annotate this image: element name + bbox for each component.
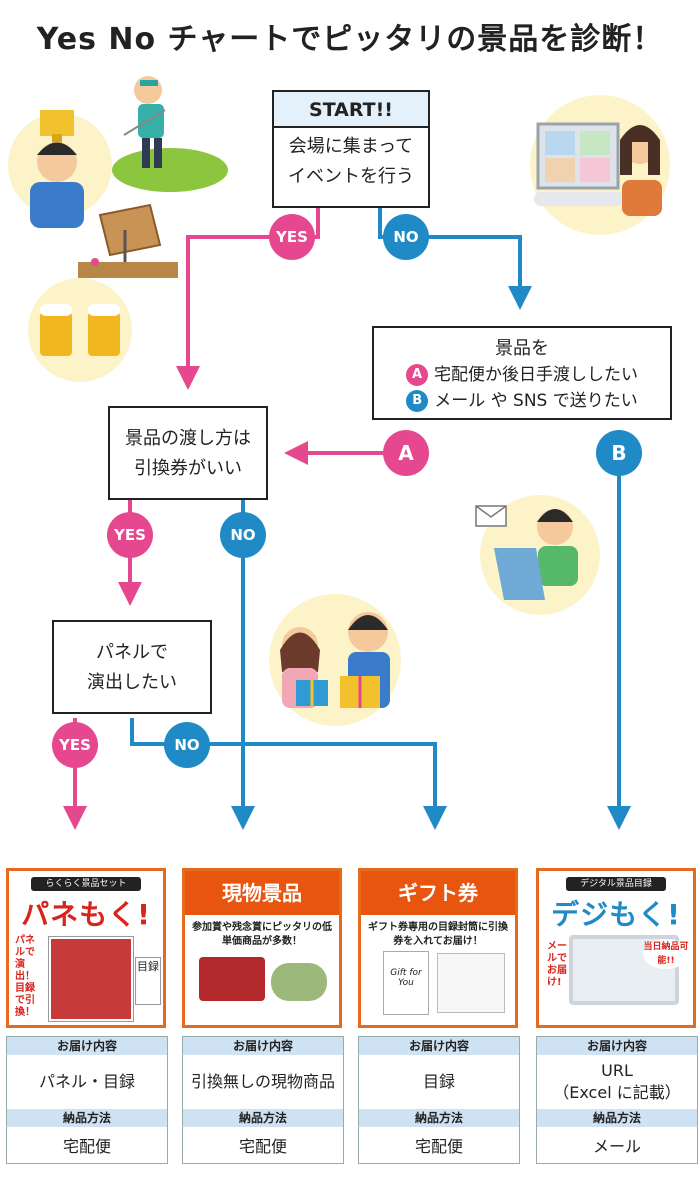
gift-document [437,953,505,1013]
content-value: URL （Excel に記載） [537,1055,697,1109]
content-header: お届け内容 [7,1037,167,1055]
digimoku-side-text: メールでお届け! [547,941,567,988]
content-line: 引換無しの現物商品 [190,1072,335,1091]
arrow-start-yes [176,207,320,390]
info-panemoku: お届け内容 パネル・目録 納品方法 宅配便 [6,1036,168,1164]
start-box: START!! 会場に集まって イベントを行う [272,90,430,208]
page-title: Yes No チャートでピッタリの景品を診断！ [36,22,664,57]
gift-couple-illustration [269,594,401,726]
physical-banner: 現物景品 [185,871,339,915]
content-header: お届け内容 [183,1037,343,1055]
content-value: 引換無しの現物商品 [183,1055,343,1109]
content-header: お届け内容 [537,1037,697,1055]
content-line: （Excel に記載） [553,1083,681,1102]
result-card-digimoku[interactable]: デジタル景品目録 デジもく! メールでお届け! 当日納品可能!! [536,868,696,1028]
panemoku-panel-image [49,937,133,1021]
method-value: 宅配便 [62,1137,111,1156]
option-b-text: メール や SNS で送りたい [434,391,638,411]
panemoku-banner-small: らくらく景品セット [31,877,141,891]
method-header: 納品方法 [359,1109,519,1127]
start-yes-label: YES [269,214,315,260]
panel-question-box: パネルで 演出したい [52,620,212,714]
result-card-panemoku[interactable]: らくらく景品セット パネもく! パネルで演出！目録で引換！ 目録 [6,868,166,1028]
gift-subtitle: ギフト券専用の目録封筒に引換券を入れてお届け！ [368,922,508,947]
prize-option-a: A 宅配便か後日手渡ししたい [374,362,670,388]
result-card-physical[interactable]: 現物景品 参加賞や残念賞にピッタリの低単価商品が多数！ [182,868,342,1028]
panemoku-side-text: パネルで演出！目録で引換！ [15,935,35,1018]
coupon-no-label: NO [220,512,266,558]
physical-product-image [199,957,265,1001]
coupon-question-box: 景品の渡し方は 引換券がいい [108,406,268,500]
monitor-image [569,935,679,1005]
online-meeting-illustration [530,95,670,235]
panel-line-2: 演出したい [87,672,177,693]
info-gift: お届け内容 目録 納品方法 宅配便 [358,1036,520,1164]
physical-subtitle: 参加賞や残念賞にピッタリの低単価商品が多数！ [192,922,332,947]
content-header: お届け内容 [359,1037,519,1055]
digimoku-banner-small: デジタル景品目録 [566,877,666,891]
gift-banner: ギフト券 [361,871,515,915]
option-a-text: 宅配便か後日手渡ししたい [434,365,638,385]
laptop-person-illustration [475,495,600,615]
trophy-person-illustration [8,110,112,228]
prize-line-1: 景品を [495,338,549,359]
result-card-gift[interactable]: ギフト券 ギフト券専用の目録封筒に引換券を入れてお届け！ Gift for Yo… [358,868,518,1028]
gift-envelope: Gift for You [383,951,429,1015]
method-value: メール [592,1137,641,1156]
panel-no-label: NO [164,722,210,768]
content-line: 目録 [422,1072,455,1091]
arrow-start-no [378,207,532,310]
panemoku-logo: パネもく! [21,898,151,931]
coupon-line-1: 景品の渡し方は [125,428,251,449]
start-no-label: NO [383,214,429,260]
start-line-1: 会場に集まって [288,136,414,157]
panemoku-list-label: 目録 [135,957,161,1005]
branch-b-label: B [596,430,642,476]
start-line-2: イベントを行う [288,166,414,187]
panel-yes-label: YES [52,722,98,768]
method-header: 納品方法 [7,1109,167,1127]
method-header: 納品方法 [537,1109,697,1127]
branch-a-label: A [383,430,429,476]
golfer-illustration [112,76,228,192]
method-value: 宅配便 [238,1137,287,1156]
coupon-yes-label: YES [107,512,153,558]
info-digimoku: お届け内容 URL （Excel に記載） 納品方法 メール [536,1036,698,1164]
method-value: 宅配便 [414,1137,463,1156]
method-header: 納品方法 [183,1109,343,1127]
content-line: パネル・目録 [38,1072,135,1091]
beer-mugs-illustration [28,278,132,382]
content-value: パネル・目録 [7,1055,167,1109]
content-value: 目録 [359,1055,519,1109]
same-day-badge: 当日納品可能!! [643,939,689,969]
lottery-drum-illustration [78,203,178,278]
option-a-icon: A [406,364,428,386]
content-line: URL [601,1061,633,1080]
physical-goods-image [271,963,327,1001]
info-physical: お届け内容 引換無しの現物商品 納品方法 宅配便 [182,1036,344,1164]
panel-line-1: パネルで [96,642,168,663]
digimoku-logo: デジもく! [551,898,681,931]
start-header: START!! [274,92,428,128]
arrow-panel-no [130,718,447,830]
coupon-line-2: 引換券がいい [134,458,242,479]
option-b-icon: B [406,390,429,412]
